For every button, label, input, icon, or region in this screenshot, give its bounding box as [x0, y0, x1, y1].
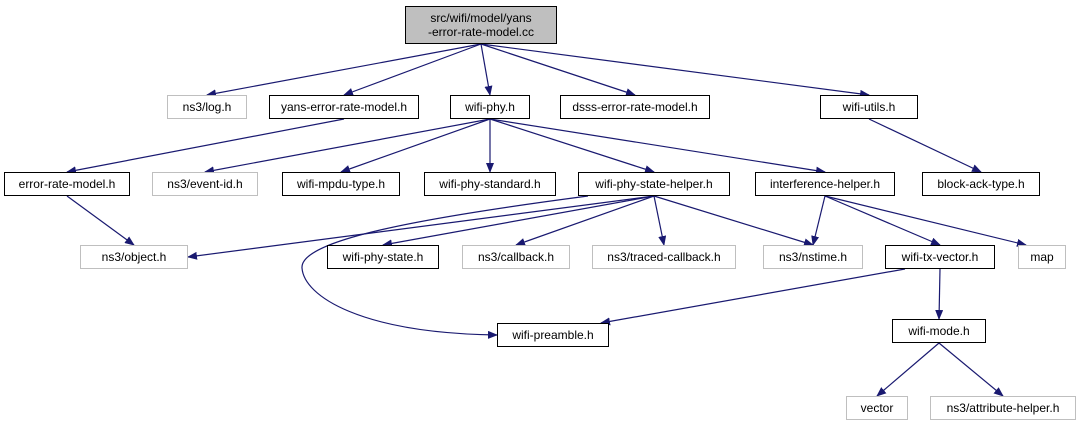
edge-wifiphy-to-eventid — [204, 118, 491, 175]
edge-utils-to-blockack — [868, 118, 982, 173]
edge-root-to-log — [206, 43, 482, 98]
node-map[interactable]: map — [1018, 245, 1066, 269]
node-ns3-attribute-helper-h[interactable]: ns3/attribute-helper.h — [930, 396, 1076, 420]
node-interference-helper-h[interactable]: interference-helper.h — [755, 172, 895, 196]
node-wifi-tx-vector-h[interactable]: wifi-tx-vector.h — [885, 245, 995, 269]
node-wifi-phy-state-helper-h[interactable]: wifi-phy-state-helper.h — [578, 172, 730, 196]
node-wifi-phy-h[interactable]: wifi-phy.h — [450, 95, 530, 119]
node-ns3-event-id-h[interactable]: ns3/event-id.h — [152, 172, 258, 196]
node-wifi-mpdu-type-h[interactable]: wifi-mpdu-type.h — [282, 172, 400, 196]
edge-interf-to-nstime — [811, 195, 826, 246]
node-vector[interactable]: vector — [846, 396, 908, 420]
node-wifi-utils-h[interactable]: wifi-utils.h — [820, 95, 918, 119]
node-wifi-preamble-h[interactable]: wifi-preamble.h — [497, 323, 609, 347]
edge-psh-to-nstime — [653, 195, 814, 247]
node-wifi-phy-standard-h[interactable]: wifi-phy-standard.h — [424, 172, 556, 196]
edge-root-to-yans — [343, 43, 482, 96]
node-wifi-mode-h[interactable]: wifi-mode.h — [892, 319, 986, 343]
node-yans-error-rate-model-cc[interactable]: src/wifi/model/yans -error-rate-model.cc — [405, 6, 557, 44]
node-wifi-phy-state-h[interactable]: wifi-phy-state.h — [327, 245, 439, 269]
edge-txvector-to-preamble — [600, 268, 906, 326]
node-ns3-nstime-h[interactable]: ns3/nstime.h — [763, 245, 863, 269]
edge-interf-to-txvector — [824, 195, 941, 246]
edge-mode-to-attr — [938, 342, 1004, 397]
edge-wifiphy-to-psh — [489, 118, 655, 174]
edge-erm-to-object — [66, 195, 135, 246]
edge-wifiphy-to-interf — [489, 118, 826, 175]
node-ns3-callback-h[interactable]: ns3/callback.h — [462, 245, 570, 269]
node-ns3-traced-callback-h[interactable]: ns3/traced-callback.h — [592, 245, 736, 269]
node-block-ack-type-h[interactable]: block-ack-type.h — [922, 172, 1040, 196]
edge-yans-to-erm — [66, 118, 345, 175]
edge-psh-to-preamble — [301, 195, 589, 339]
node-ns3-log-h[interactable]: ns3/log.h — [167, 95, 247, 119]
edge-psh-to-callback — [515, 195, 655, 246]
edge-root-to-wifiphy — [480, 43, 493, 96]
node-yans-error-rate-model-h[interactable]: yans-error-rate-model.h — [269, 95, 419, 119]
edge-interf-to-map — [824, 195, 1027, 247]
node-dsss-error-rate-model-h[interactable]: dsss-error-rate-model.h — [560, 95, 710, 119]
edge-psh-to-traced — [653, 195, 667, 246]
node-ns3-object-h[interactable]: ns3/object.h — [80, 245, 188, 269]
edge-wifiphy-to-mpdu — [340, 118, 491, 173]
edge-mode-to-vector — [876, 342, 940, 397]
edge-psh-to-object — [187, 195, 655, 260]
edge-root-to-dsss — [480, 43, 636, 96]
edge-psh-to-phystate — [382, 195, 655, 248]
node-error-rate-model-h[interactable]: error-rate-model.h — [4, 172, 130, 196]
edge-root-to-utils — [480, 43, 870, 98]
edge-txvector-to-mode — [935, 268, 944, 320]
